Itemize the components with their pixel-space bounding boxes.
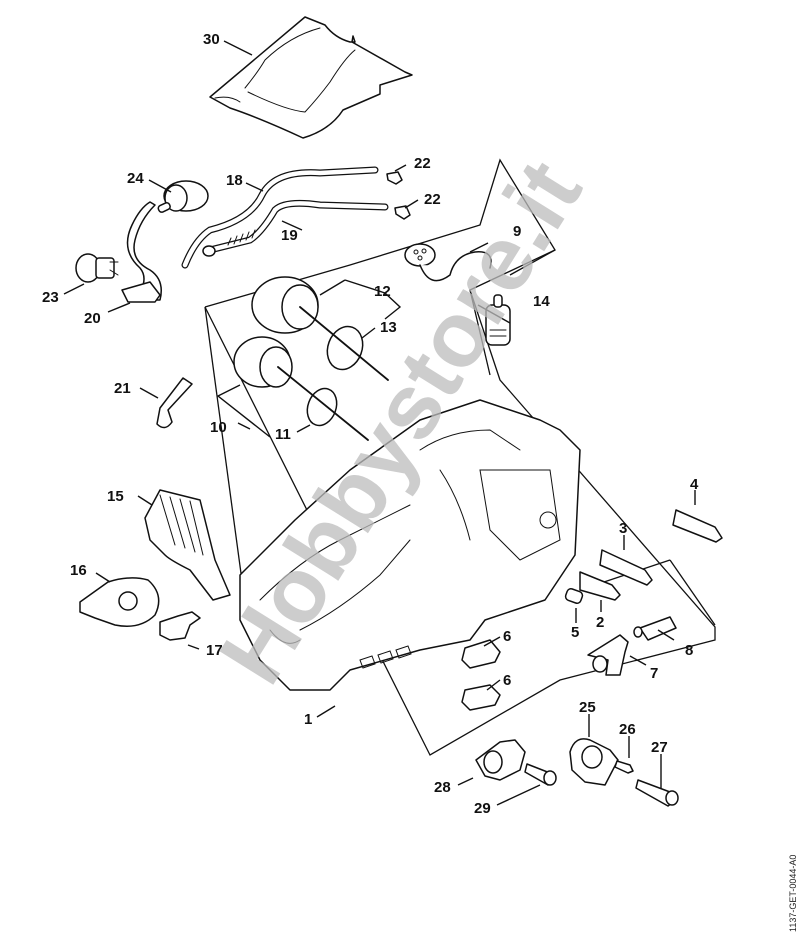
- part-7-oil-hose: [587, 634, 629, 676]
- part-2-stud: [579, 571, 621, 601]
- part-13-o-ring: [326, 325, 364, 371]
- part-24-filter: [157, 180, 209, 213]
- callout-22b: 22: [424, 191, 441, 208]
- callout-17: 17: [206, 642, 223, 659]
- part-17-clip: [159, 611, 201, 641]
- part-3-stud: [599, 549, 653, 586]
- leader-lines: [63, 40, 696, 806]
- part-18-fuel-hose: [181, 166, 379, 269]
- callout-7: 7: [650, 665, 658, 682]
- part-8-filter-pickup: [633, 616, 677, 641]
- callout-15: 15: [107, 488, 124, 505]
- callout-6-lower: 6: [503, 672, 511, 689]
- callout-18: 18: [226, 172, 243, 189]
- part-22-elbow-upper: [386, 171, 403, 185]
- part-27-collar-screw: [635, 779, 679, 807]
- callout-29: 29: [474, 800, 491, 817]
- part-26-screw: [614, 760, 634, 774]
- callout-20: 20: [84, 310, 101, 327]
- part-28-bracket: [475, 739, 526, 781]
- part-11-o-ring: [306, 387, 338, 427]
- callout-3: 3: [619, 520, 627, 537]
- callout-2: 2: [596, 614, 604, 631]
- callout-25: 25: [579, 699, 596, 716]
- document-reference: 1137-GET-0044-A0: [788, 855, 798, 932]
- callout-14: 14: [533, 293, 550, 310]
- part-5-sleeve: [564, 588, 584, 604]
- callout-13: 13: [380, 319, 397, 336]
- part-16-bracket: [79, 577, 160, 627]
- part-14-pickup-body: [485, 294, 511, 346]
- callout-11: 11: [275, 426, 291, 443]
- callout-1: 1: [304, 711, 312, 728]
- callout-10: 10: [210, 419, 227, 436]
- part-23-valve: [75, 253, 119, 283]
- part-22-elbow-lower: [394, 205, 411, 220]
- part-10-oil-seal-kit: [233, 336, 369, 441]
- callout-26: 26: [619, 721, 636, 738]
- part-30-cover: [209, 16, 413, 139]
- callout-28: 28: [434, 779, 451, 796]
- part-1-crankcase: [239, 399, 581, 691]
- callout-30: 30: [203, 31, 220, 48]
- part-4-stud: [672, 509, 723, 543]
- part-6-buffer-lower: [461, 684, 501, 711]
- part-15-guide-plate: [144, 489, 231, 601]
- part-9-hose-connector: [404, 243, 492, 282]
- part-29-screw: [524, 763, 557, 786]
- callout-4: 4: [690, 476, 699, 493]
- callout-24: 24: [127, 170, 144, 187]
- callout-12: 12: [374, 283, 391, 300]
- callout-16: 16: [70, 562, 87, 579]
- callout-23: 23: [42, 289, 59, 306]
- callout-27: 27: [651, 739, 668, 756]
- part-20-bracket-hose: [121, 201, 162, 303]
- callout-5: 5: [571, 624, 579, 641]
- callout-22a: 22: [414, 155, 431, 172]
- callout-9: 9: [513, 223, 521, 240]
- part-21-impulse-hose: [156, 377, 193, 429]
- callout-6-upper: 6: [503, 628, 511, 645]
- callout-8: 8: [685, 642, 693, 659]
- callout-labels: 30 24 18 22 22 19 23 20 9 14 12 13 21 10…: [42, 31, 699, 817]
- part-6-buffer-upper: [461, 639, 501, 669]
- part-19-fuel-hose-spring: [202, 199, 389, 257]
- callout-19: 19: [281, 227, 298, 244]
- part-12-oil-seal-kit: [251, 276, 389, 381]
- callout-21: 21: [114, 380, 131, 397]
- part-25-bearing-bracket: [569, 738, 619, 786]
